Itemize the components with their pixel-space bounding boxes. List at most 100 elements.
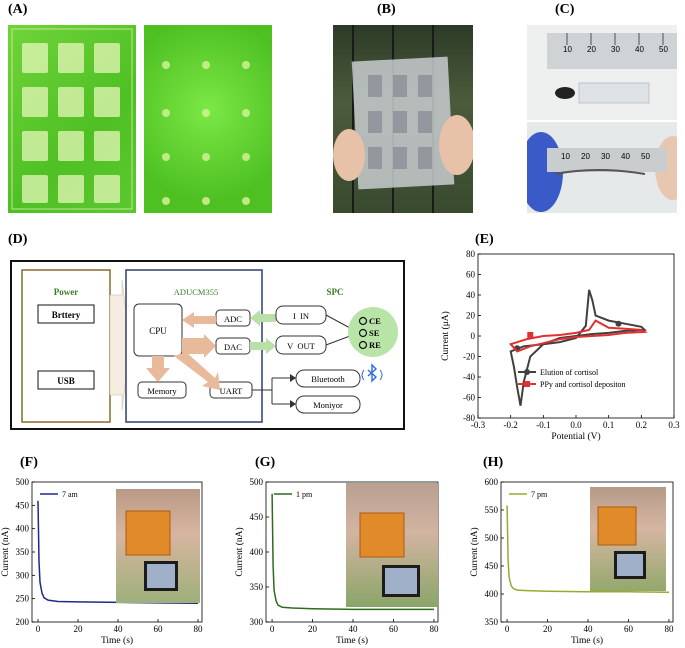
cpu-uart-arrow	[174, 352, 220, 390]
memory-label: Memory	[147, 386, 177, 396]
spc-title: SPC	[326, 287, 343, 297]
adc-label: ADC	[224, 314, 242, 324]
F-ytick-label-4: 300	[16, 570, 30, 580]
power-title: Power	[54, 287, 79, 297]
ruler-top-tick-40: 40	[635, 45, 644, 54]
block-diagram: Power Brttery USB ADUCM355 CPU ADC DAC M…	[10, 260, 405, 430]
G-ytick-label-0: 500	[250, 477, 264, 487]
G-ylabel: Current (nA)	[234, 527, 245, 576]
E-series-1-point-0	[527, 331, 534, 338]
bluetooth-arrowhead	[290, 374, 296, 382]
H-ytick-label-3: 450	[485, 561, 499, 571]
G-ytick-label-3: 350	[250, 582, 264, 592]
panel-label-d: (D)	[8, 232, 28, 247]
E-ytick-label-1: 60	[466, 270, 476, 280]
photo-a-left	[8, 25, 136, 213]
cpu-dac-arrow	[182, 334, 216, 358]
memory-block	[137, 381, 187, 399]
ce-label: CE	[369, 316, 381, 326]
G-xlabel: Time (s)	[336, 635, 368, 646]
ruler-top-tick-10: 10	[563, 45, 572, 54]
E-ytick-label-6: -40	[463, 372, 475, 382]
se-label: SE	[369, 328, 380, 338]
E-ytick-label-7: -60	[463, 393, 475, 403]
H-plot-frame	[500, 481, 674, 623]
monitor-block	[295, 395, 361, 414]
adc-cpu-arrow	[182, 312, 216, 328]
G-ytick-label-2: 400	[250, 547, 264, 557]
dac-label: DAC	[224, 342, 242, 352]
G-ytick-label-1: 450	[250, 512, 264, 522]
H-ytick-label-0: 600	[485, 477, 499, 487]
ruler-top-tick-30: 30	[611, 45, 620, 54]
panel-label-b: (B)	[377, 2, 396, 17]
H-ytick-label-4: 400	[485, 589, 499, 599]
i-in-label: I IN	[293, 311, 309, 321]
H-ylabel: Current (nA)	[469, 527, 480, 576]
G-series-line-0	[271, 493, 434, 611]
E-xtick-label-3: 0.0	[570, 420, 582, 430]
F-ylabel: Current (nA)	[0, 527, 11, 576]
H-series-line-0	[506, 505, 670, 594]
photo-f-wrist-device	[116, 489, 200, 603]
F-legend-label: 7 am	[62, 490, 79, 499]
se-electrode-dot	[358, 328, 368, 338]
power-box	[21, 269, 111, 423]
G-xtick-label-2: 40	[349, 624, 359, 634]
E-xtick-label-5: 0.2	[636, 420, 647, 430]
bluetooth-icon	[361, 363, 383, 383]
H-legend-label: 7 pm	[531, 490, 548, 499]
H-xtick-label-4: 80	[664, 624, 674, 634]
bluetooth-block	[295, 369, 361, 388]
e-legend-marker-0	[524, 369, 530, 375]
H-ytick-label-2: 500	[485, 533, 499, 543]
vout-electrode-line	[325, 335, 351, 346]
E-xtick-label-4: 0.1	[603, 420, 614, 430]
ruler-top-tick-20: 20	[587, 45, 596, 54]
panel-label-g: (G)	[255, 455, 276, 470]
G-legend-label: 1 pm	[296, 490, 313, 499]
F-xlabel: Time (s)	[101, 635, 133, 646]
ruler-bottom-tick-30: 30	[601, 152, 610, 161]
ruler-bottom-tick-40: 40	[621, 152, 630, 161]
E-xtick-label-2: -0.1	[536, 420, 550, 430]
panel-label-a: (A)	[8, 2, 28, 17]
photo-b	[333, 25, 473, 213]
F-xtick-label-0: 0	[36, 624, 41, 634]
E-ytick-label-5: -20	[463, 352, 475, 362]
G-xtick-label-1: 20	[308, 624, 318, 634]
F-ytick-label-3: 350	[16, 547, 30, 557]
E-ytick-label-3: 20	[466, 311, 476, 321]
photo-c-bottom: 10 20 30 40 50	[527, 122, 677, 213]
panel-label-c: (C)	[555, 2, 575, 17]
G-xtick-label-3: 60	[389, 624, 399, 634]
mcu-title: ADUCM355	[174, 287, 218, 297]
monitor-label: Moniyor	[313, 400, 343, 410]
F-ytick-label-2: 400	[16, 524, 30, 534]
panel-label-e: (E)	[475, 232, 494, 247]
re-label: RE	[369, 340, 381, 350]
H-xtick-label-3: 60	[624, 624, 634, 634]
cpu-memory-arrow	[146, 356, 170, 382]
iin-electrode-line	[325, 314, 351, 329]
e-legend-label-1: PPy and cortisol depositon	[540, 380, 626, 389]
ruler-bottom-tick-20: 20	[581, 152, 590, 161]
F-xtick-label-1: 20	[74, 624, 84, 634]
ruler-bottom-tick-50: 50	[641, 152, 650, 161]
ruler-top-tick-50: 50	[659, 45, 668, 54]
battery-label: Brttery	[52, 310, 81, 320]
H-ytick-label-1: 550	[485, 505, 499, 515]
E-xlabel: Potential (V)	[551, 431, 600, 442]
ruler-bottom-tick-10: 10	[561, 152, 570, 161]
v-out-label: V OUT	[287, 341, 316, 351]
E-xtick-label-1: -0.2	[504, 420, 518, 430]
e-legend-marker-1	[524, 381, 530, 387]
monitor-arrowhead	[290, 400, 296, 408]
E-xtick-label-6: 0.3	[668, 420, 680, 430]
E-xtick-label-0: -0.3	[471, 420, 486, 430]
usb-block	[37, 370, 95, 390]
photo-g-wrist-device	[346, 483, 438, 607]
